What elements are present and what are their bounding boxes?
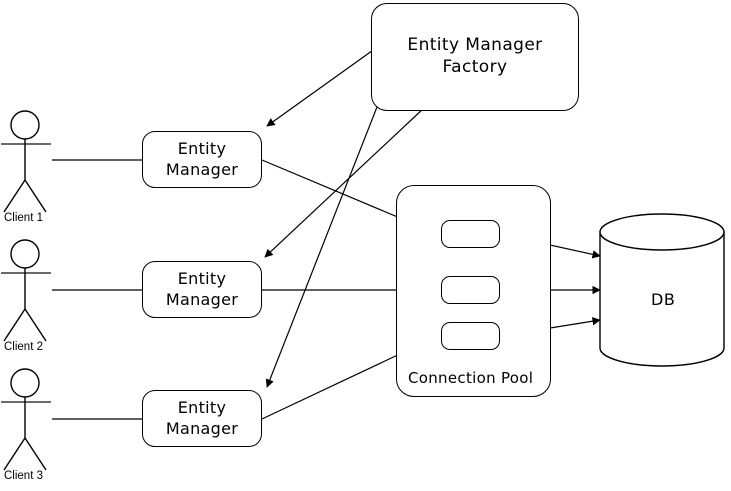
em1-label-line2: Manager xyxy=(165,159,239,179)
connector-factory-em2 xyxy=(264,107,425,258)
connection-pool-slot-3[interactable] xyxy=(441,322,500,350)
factory-label-line1: Entity Manager xyxy=(407,35,543,56)
connection-pool-slot-2[interactable] xyxy=(441,276,500,304)
entity-manager-node-2[interactable]: Entity Manager xyxy=(142,261,262,318)
actor-client2-figure xyxy=(1,239,51,342)
actor-label-client2: Client 2 xyxy=(4,341,43,353)
actor-label-client1: Client 1 xyxy=(4,212,43,224)
em2-label-line2: Manager xyxy=(165,289,239,309)
factory-label-line2: Factory xyxy=(442,57,508,77)
connector-factory-em1 xyxy=(266,47,377,127)
entity-manager-node-1[interactable]: Entity Manager xyxy=(142,131,262,188)
actor-label-client3: Client 3 xyxy=(4,470,43,482)
connector-factory-em3 xyxy=(265,106,378,388)
actor-client1-figure xyxy=(1,110,51,213)
connection-pool-label: Connection Pool xyxy=(404,368,538,388)
connection-pool-slot-1[interactable] xyxy=(441,220,500,248)
database-cylinder xyxy=(599,213,725,367)
entity-manager-factory-node[interactable]: Entity Manager Factory xyxy=(371,3,579,111)
database-label: DB xyxy=(651,290,676,309)
actor-client3-figure xyxy=(1,368,51,471)
em1-label-line1: Entity xyxy=(177,138,227,158)
em2-label-line1: Entity xyxy=(177,268,227,288)
em3-label-line1: Entity xyxy=(177,397,227,417)
em3-label-line2: Manager xyxy=(165,418,239,438)
entity-manager-node-3[interactable]: Entity Manager xyxy=(142,390,262,447)
